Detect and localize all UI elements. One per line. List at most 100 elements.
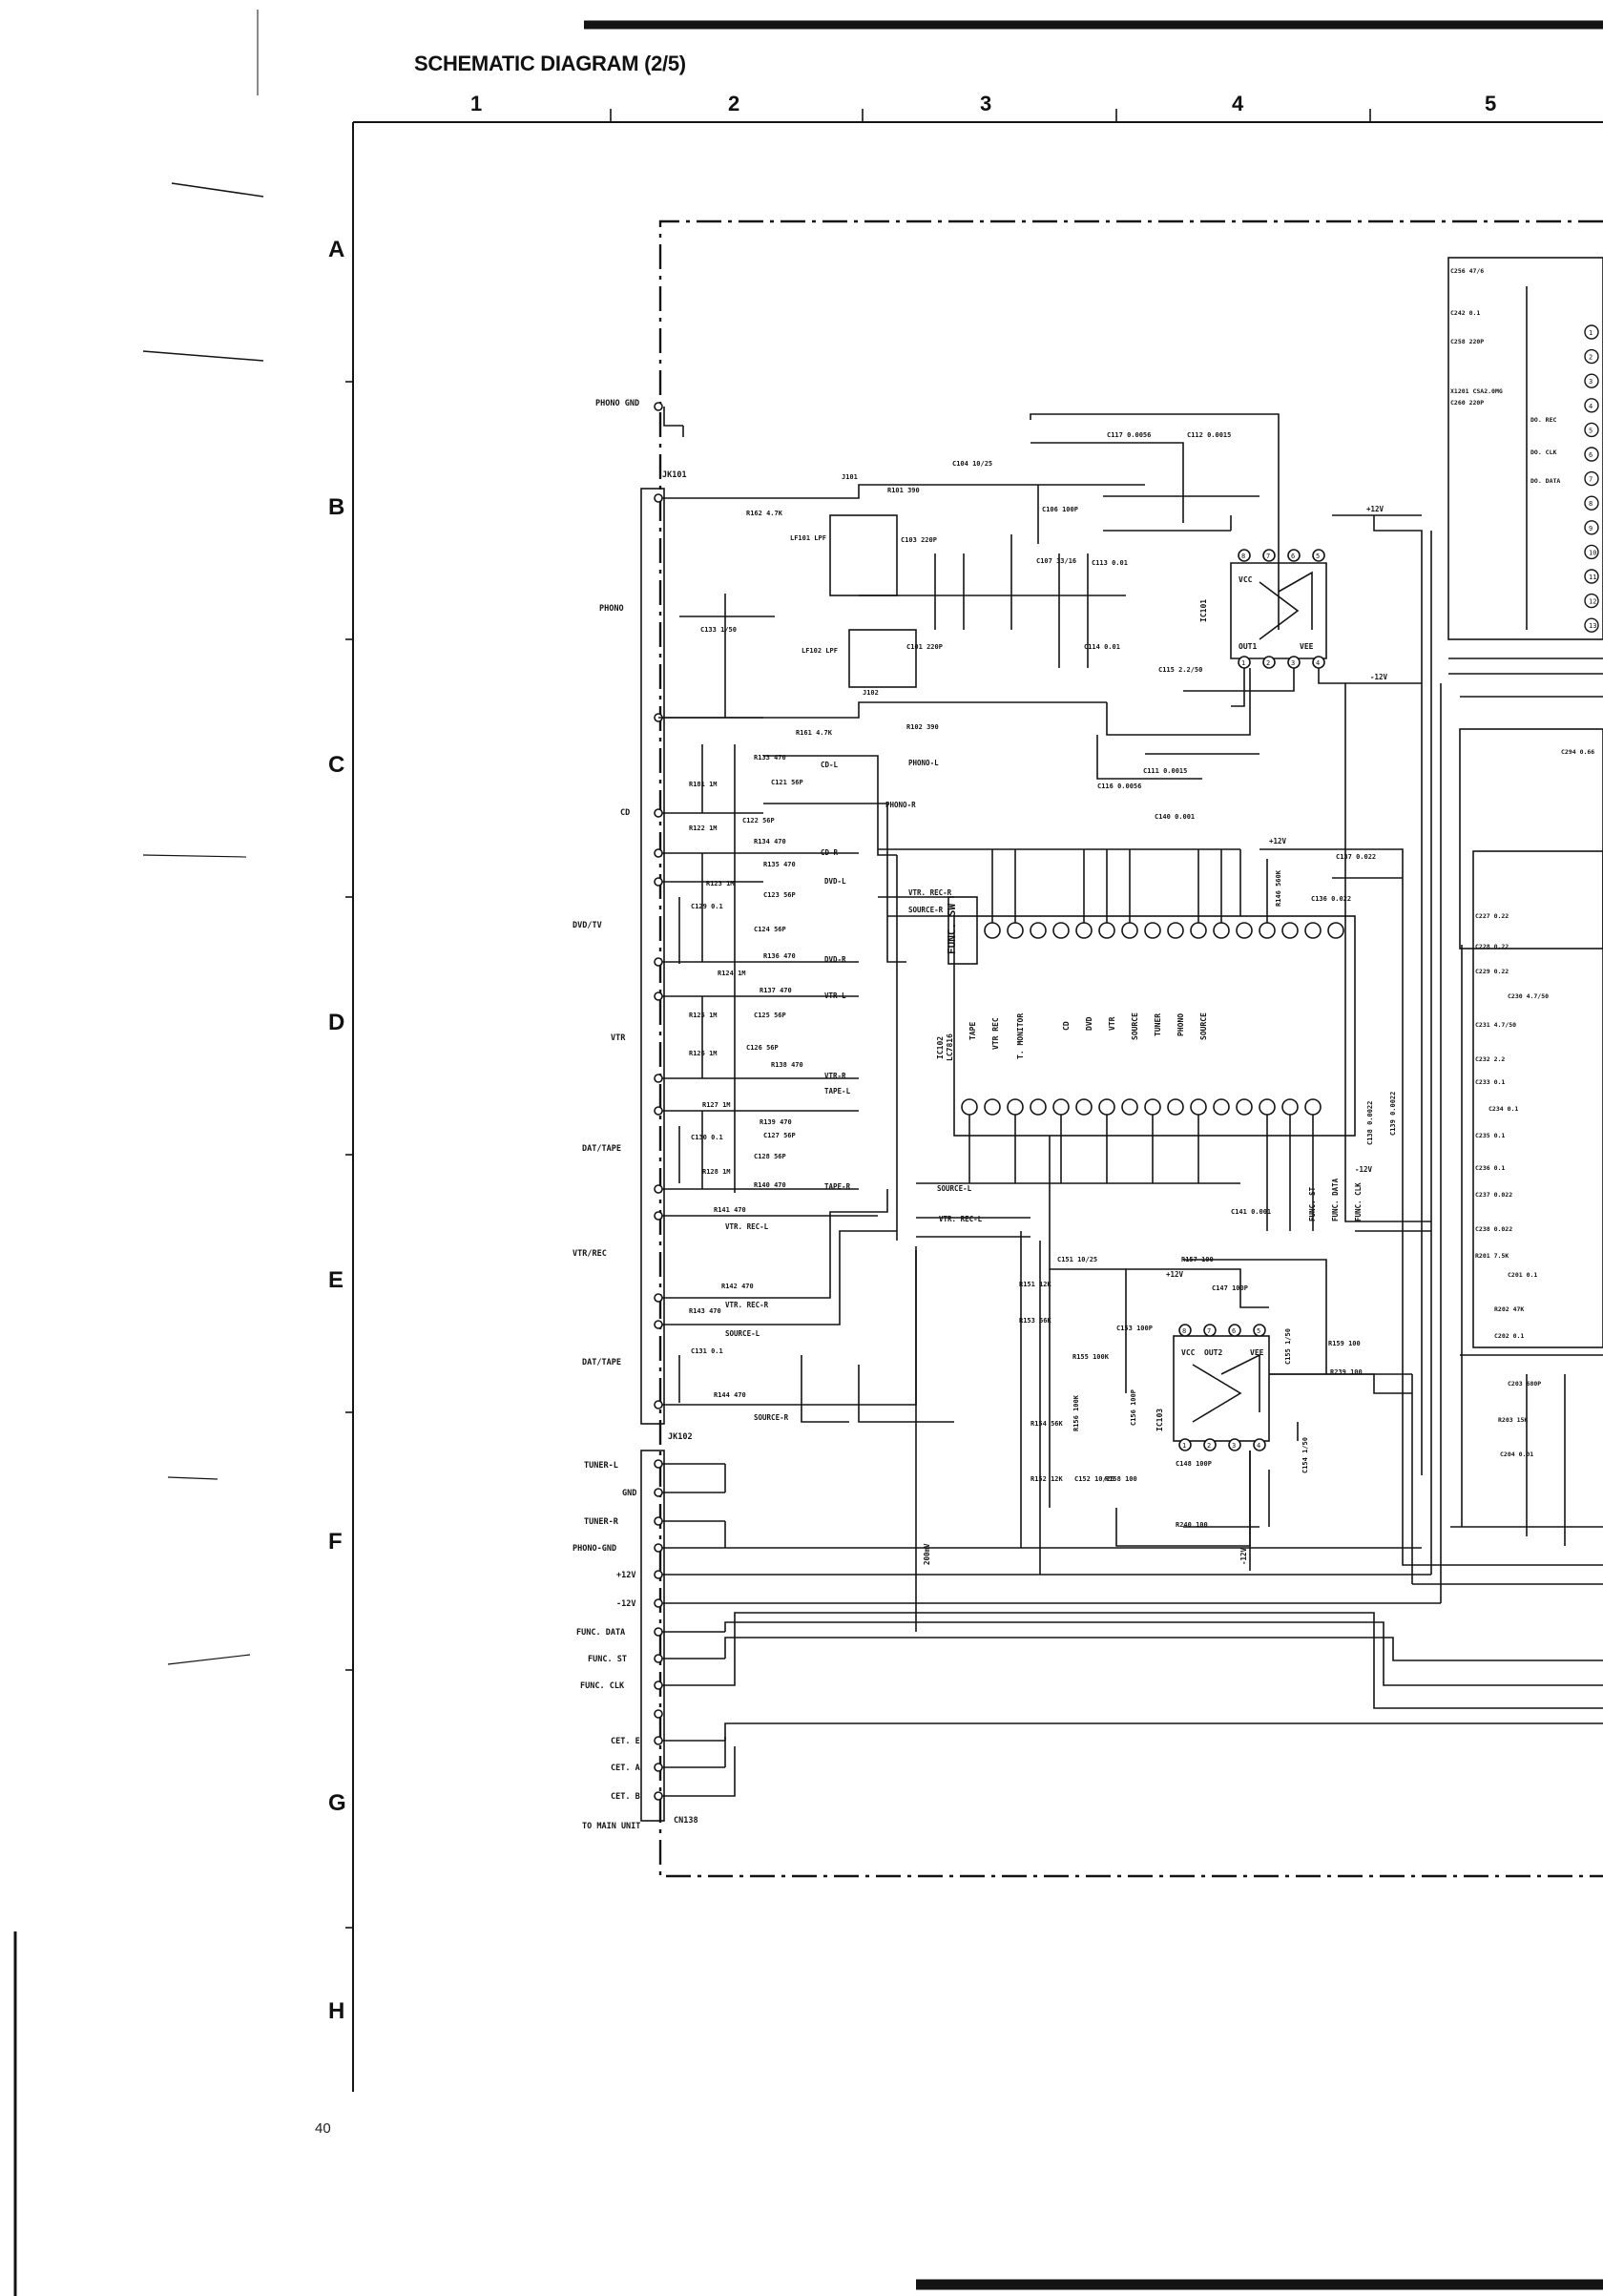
partial-label: C260 220P [1450,399,1484,407]
component-label: C156 100P [1130,1389,1137,1426]
component-label: R126 1M [689,1050,718,1057]
ic-pin-number: 9 [1589,525,1593,532]
ic-pin-label: VEE [1250,1348,1264,1357]
schematic-geometry [13,10,1603,2296]
jack-input-label: PHONO GND [595,399,639,408]
ic102-channel: DVD [1085,1016,1093,1031]
component-label: R101 390 [887,487,920,494]
partial-label: C202 0.1 [1494,1332,1524,1340]
ic102-channel: CD [1062,1021,1071,1031]
ic-ref: IC103 [1155,1409,1164,1431]
ic-pin-label: VEE [1300,642,1314,651]
ic102-channel: SOURCE [1131,1012,1139,1040]
component-label: C121 56P [771,779,803,786]
cn138-pin-label: FUNC. DATA [576,1628,625,1638]
net-label: VTR. REC-L [939,1215,983,1223]
net-label: FUNC. DATA [1331,1178,1340,1221]
component-label: LF101 LPF [790,534,826,542]
cn138-pin-label: CET. A [611,1764,640,1773]
jack-input-label: PHONO [599,604,624,614]
ic102-channel: PHONO [1176,1013,1185,1036]
ic-pin-circle [1584,495,1599,511]
level-note: 200mV [923,1543,931,1565]
ic-pin-number: 2 [1207,1442,1211,1450]
partial-label: C234 0.1 [1488,1105,1518,1113]
ic102-channel: TUNER [1154,1013,1162,1036]
component-label: R155 100K [1072,1353,1110,1361]
component-label: C148 100P [1176,1460,1212,1468]
component-label: C117 0.0056 [1107,431,1151,439]
net-label: PHONO-R [885,801,916,809]
ic102-channel: TAPE [968,1022,977,1040]
partial-label: C227 0.22 [1475,912,1509,920]
ic-pin-number: 11 [1589,574,1596,581]
cn138-pin-label: -12V [616,1599,635,1609]
cn138-pin-label: +12V [616,1571,635,1580]
component-label: R128 1M [702,1168,731,1176]
component-label: C107 33/16 [1036,557,1076,565]
component-label: C139 0.0022 [1389,1092,1397,1136]
component-label: R127 1M [702,1101,731,1109]
partial-label: X1201 CSA2.0MG [1450,387,1503,395]
grid-column-2: 2 [728,92,740,115]
ic-pin-circle [1584,520,1599,535]
component-label: R143 470 [689,1307,721,1315]
component-label: C131 0.1 [691,1347,723,1355]
component-label: R125 1M [689,1012,718,1019]
net-label: +12V [1269,837,1287,845]
component-label: C125 56P [754,1012,786,1019]
component-label: R140 470 [754,1181,786,1189]
jack-input-label: DAT/TAPE [582,1358,621,1367]
ic-pin-number: 5 [1316,553,1320,560]
partial-label: C232 2.2 [1475,1055,1505,1063]
component-label: C111 0.0015 [1143,767,1187,775]
connector-ref: CN138 [674,1816,698,1826]
component-label: R151 12K [1019,1281,1052,1288]
net-label: DVD-R [824,955,846,964]
ic-pin-circle [1584,348,1599,365]
ic-pin-number: 12 [1589,598,1596,606]
ic-pin-number: 4 [1257,1442,1260,1450]
component-label: R158 100 [1105,1475,1137,1483]
ic-pin-circle [1584,373,1599,388]
net-label: +12V [1166,1270,1184,1279]
component-label: R139 470 [760,1118,792,1126]
net-label: -12V [1355,1165,1373,1174]
partial-label: C203 680P [1508,1380,1541,1388]
cn138-pin-label: TUNER-L [584,1461,618,1471]
component-label: R135 470 [763,861,796,868]
partial-label: C201 0.1 [1508,1271,1537,1279]
component-label: R124 1M [718,970,746,977]
ic-pin-label: VCC [1181,1348,1196,1357]
component-label: R152 12K [1030,1475,1064,1483]
component-label: C155 1/50 [1284,1328,1292,1365]
grid-row-b: B [328,494,345,520]
grid-row-d: D [328,1010,345,1035]
net-label: SOURCE-R [908,906,944,914]
ic-pin-number: 3 [1291,659,1295,667]
grid-row-e: E [328,1267,344,1293]
ic-pin-number: 3 [1589,378,1593,386]
component-label: C152 10/25 [1074,1475,1114,1483]
component-label: R137 470 [760,987,792,994]
ic-pin-label: VCC [1239,575,1253,584]
net-label: VTR-L [824,991,846,1000]
net-label: PHONO-L [908,759,939,767]
component-label: C138 0.0022 [1366,1101,1374,1145]
component-label: R181 1M [689,781,718,788]
component-label: C106 100P [1042,506,1078,513]
ic-pin-circle [1584,470,1599,487]
cn138-pin-label: FUNC. ST [588,1655,627,1664]
partial-label: DO. DATA [1530,477,1560,485]
ic-pin-number: 4 [1316,659,1320,667]
component-label: C154 1/50 [1301,1437,1309,1473]
component-label: R142 470 [721,1283,754,1290]
ic-pin-label: OUT2 [1204,1348,1222,1357]
grid-column-4: 4 [1232,92,1244,115]
ic-pin-number: 7 [1207,1327,1211,1335]
partial-label: R203 15K [1498,1416,1528,1424]
net-label: SOURCE-L [725,1329,760,1338]
cn138-pin-label: PHONO-GND [572,1544,616,1554]
component-label: R123 1M [706,880,735,887]
